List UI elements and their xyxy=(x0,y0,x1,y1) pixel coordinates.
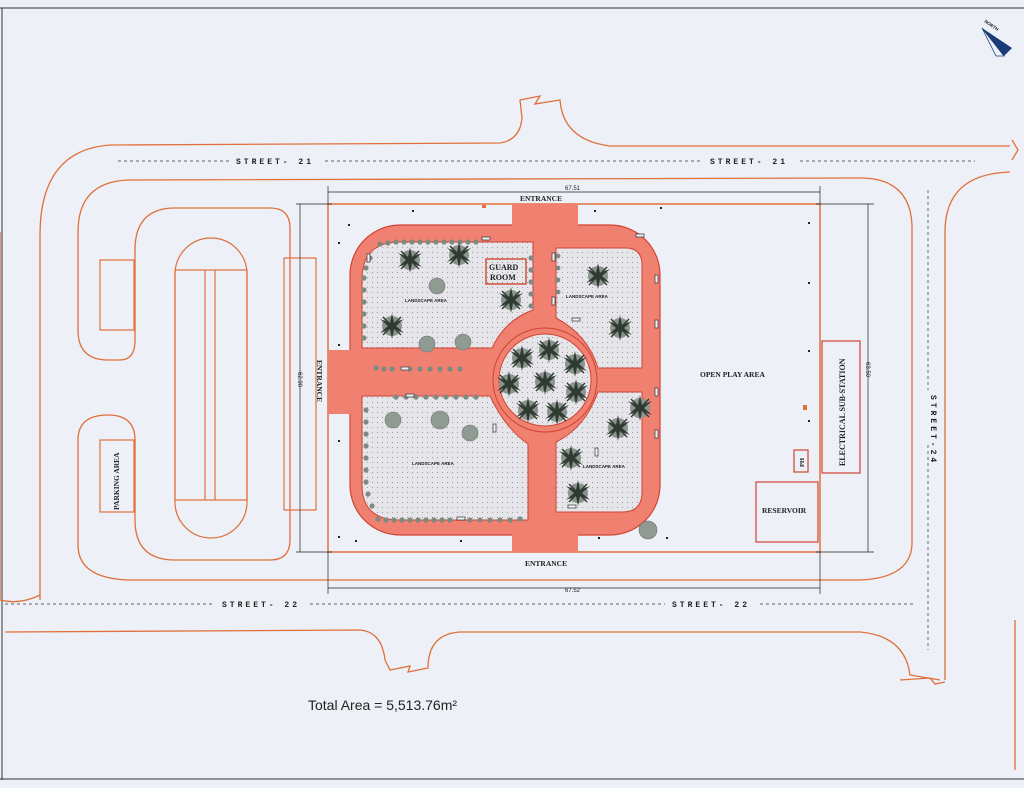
entrance-west-label: ENTRANCE xyxy=(315,360,324,402)
entrance-south-label: ENTRANCE xyxy=(525,559,567,568)
reservoir xyxy=(755,481,819,543)
street-22-label-left: STREET- 22 xyxy=(222,601,300,610)
landscape-area-label-sw: LANDSCAPE AREA xyxy=(412,461,455,466)
entrance-north-label: ENTRANCE xyxy=(520,194,562,203)
marker-north xyxy=(482,205,486,208)
landscape-area-label-se: LANDSCAPE AREA xyxy=(583,464,626,469)
shrub-borders xyxy=(361,239,561,523)
street-21-label-right: STREET- 21 xyxy=(710,158,788,167)
north-label: NORTH xyxy=(983,19,999,32)
substation-label: ELECTRICAL SUB-STATION xyxy=(838,358,847,466)
parking-area-label: PARKING AREA xyxy=(112,452,121,510)
guard-room xyxy=(485,258,527,285)
total-area: Total Area = 5,513.76m² xyxy=(308,697,457,713)
street-centerlines xyxy=(5,160,975,650)
ph-label: PH xyxy=(799,458,806,467)
dimension-top: 67.51 xyxy=(565,186,581,192)
street-22-label-right: STREET- 22 xyxy=(672,601,750,610)
dimension-lines xyxy=(296,186,874,594)
pump-house xyxy=(793,449,809,473)
road-network xyxy=(0,95,1019,770)
marker xyxy=(803,405,807,410)
guard-room-label-1: GUARD xyxy=(489,263,519,272)
street-24-label: STREET-24 xyxy=(928,395,937,465)
guard-room-label-2: ROOM xyxy=(490,273,516,282)
shrubs xyxy=(384,277,658,540)
north-arrow-icon: NORTH xyxy=(981,19,1012,57)
landscape-area-label-ne: LANDSCAPE AREA xyxy=(566,294,609,299)
electrical-substation xyxy=(821,340,861,474)
reservoir-label: RESERVOIR xyxy=(762,506,807,515)
landscape-area-label-nw: LANDSCAPE AREA xyxy=(405,298,448,303)
lamp-posts xyxy=(338,207,810,542)
street-21-label-left: STREET- 21 xyxy=(236,158,314,167)
open-play-area-label: OPEN PLAY AREA xyxy=(700,370,765,379)
parking-lot xyxy=(99,237,317,539)
dimension-bottom: 67.52 xyxy=(565,588,581,594)
dimension-left: 62.90 xyxy=(296,372,302,388)
benches xyxy=(366,233,659,521)
dimension-right: 63.50 xyxy=(864,362,870,378)
